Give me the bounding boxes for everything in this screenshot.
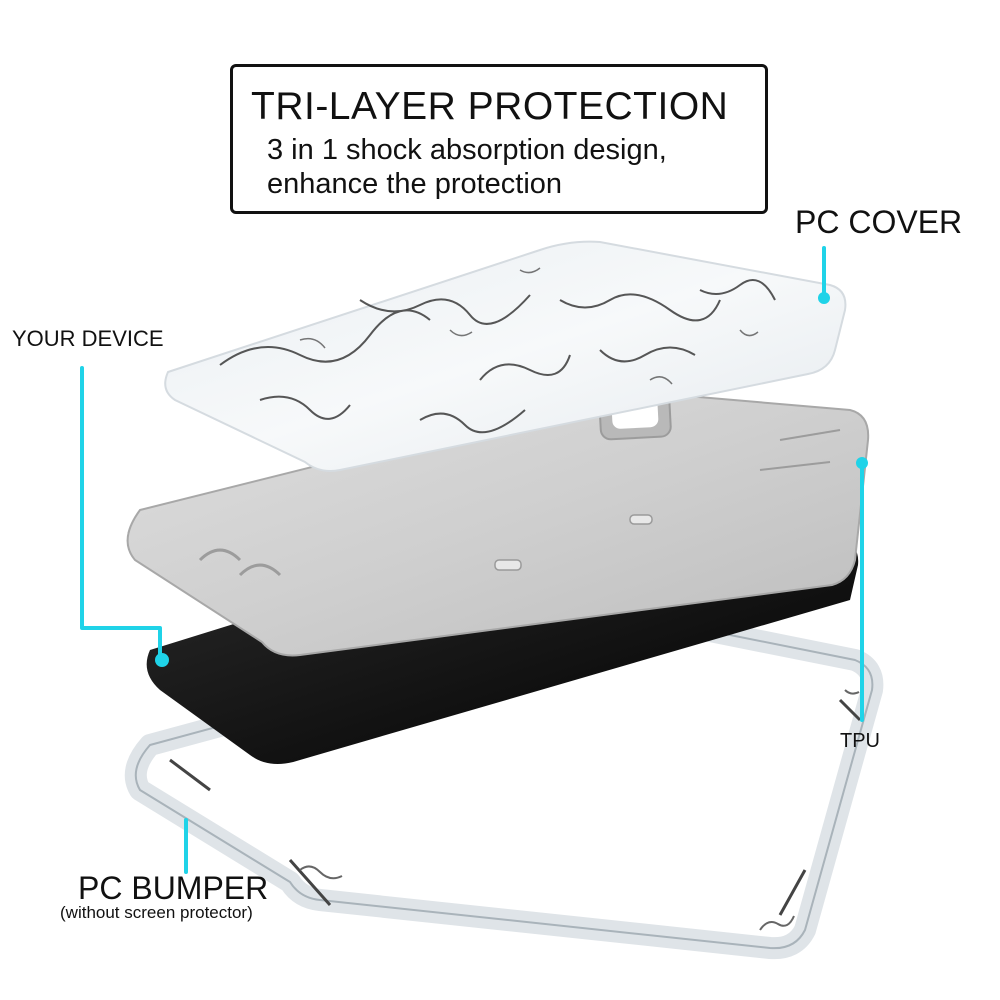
headline-title: TRI-LAYER PROTECTION: [251, 85, 729, 128]
subtitle-line-2: enhance the protection: [267, 168, 563, 200]
subtitle-line-1: 3 in 1 shock absorption design,: [267, 134, 667, 166]
your-device-label: YOUR DEVICE: [12, 326, 164, 351]
pc-bumper-label: PC BUMPER: [78, 870, 269, 906]
tpu-label: TPU: [840, 730, 880, 752]
callout-lines: [80, 246, 864, 874]
headline-subtitle: 3 in 1 shock absorption design, enhance …: [267, 133, 667, 201]
pc-cover-label: PC COVER: [795, 204, 963, 240]
pc-bumper-note: (without screen protector): [60, 903, 253, 922]
your-device-leader: [80, 366, 162, 657]
title-box: TRI-LAYER PROTECTION 3 in 1 shock absorp…: [230, 64, 768, 214]
